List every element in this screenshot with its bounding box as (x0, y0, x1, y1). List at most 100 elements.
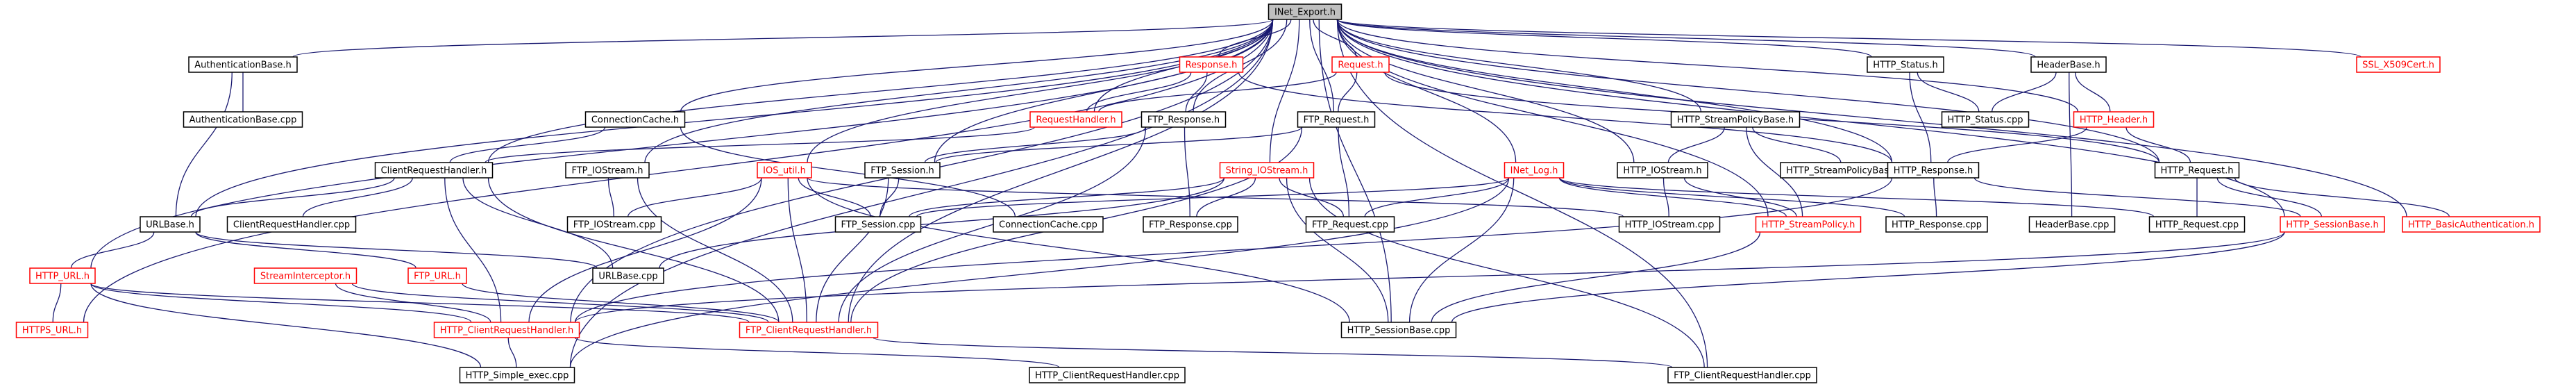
node-label: HTTP_IOStream.h (1623, 166, 1701, 176)
node-label: Request.h (1338, 60, 1383, 71)
edge-root-to-http-simple-exec-cpp (569, 13, 1276, 368)
edge-root-to-ftp-iostream-h (644, 13, 1276, 163)
node-authbase-cpp[interactable]: AuthenticationBase.cpp (183, 111, 303, 128)
node-box (2073, 111, 2155, 128)
edge-http-url-h-to-http-clientrequesthandler-h (87, 277, 472, 323)
node-box (2154, 162, 2240, 179)
node-box (374, 162, 494, 179)
node-http-status-cpp[interactable]: HTTP_Status.cpp (1941, 111, 2030, 128)
node-response-h[interactable]: Response.h (1179, 56, 1244, 73)
node-ftp-clientrequesthandler-cpp[interactable]: FTP_ClientRequestHandler.cpp (1667, 367, 1817, 383)
node-ftp-response-h[interactable]: FTP_Response.h (1140, 111, 1227, 128)
node-root[interactable]: INet_Export.h (1268, 3, 1342, 20)
node-label: URLBase.cpp (598, 272, 657, 282)
edge-clientrequesthandler-h-to-http-clientrequesthandler-h (441, 172, 502, 323)
node-request-h[interactable]: Request.h (1331, 56, 1390, 73)
node-http-sessionbase-h[interactable]: HTTP_SessionBase.h (2280, 216, 2385, 233)
node-string-iostream-h[interactable]: String_IOStream.h (1219, 162, 1315, 179)
edge-http-clientrequesthandler-h-to-http-clientrequesthandler-cpp (572, 331, 1060, 368)
node-box (1305, 216, 1395, 233)
node-label: HTTP_SessionBase.h (2286, 220, 2378, 231)
node-ftp-clientrequesthandler-h[interactable]: FTP_ClientRequestHandler.h (739, 322, 879, 338)
node-label: FTP_Session.cpp (841, 220, 916, 231)
edge-http-clientrequesthandler-h-to-http-simple-exec-cpp (505, 331, 517, 368)
node-connectioncache-h[interactable]: ConnectionCache.h (584, 111, 686, 128)
edge-inet-log-h-to-ftp-session-cpp (916, 172, 1512, 217)
node-http-status-h[interactable]: HTTP_Status.h (1867, 56, 1944, 73)
node-box (834, 216, 922, 233)
node-authbase-h[interactable]: AuthenticationBase.h (188, 56, 298, 73)
edge-root-to-ssl-x509-h (1334, 13, 2362, 58)
edge-root-to-https-url-h (83, 13, 1276, 323)
node-box (1340, 322, 1457, 338)
node-urlbase-h[interactable]: URLBase.h (140, 216, 201, 233)
node-label: FTP_Request.h (1304, 115, 1370, 126)
node-http-response-h[interactable]: HTTP_Response.h (1887, 162, 1980, 179)
edge-connectioncache-h-to-connectioncache-cpp (677, 121, 1016, 217)
node-headerbase-cpp[interactable]: HeaderBase.cpp (2028, 216, 2116, 233)
node-label: HTTP_Response.h (1894, 166, 1973, 176)
edge-headerbase-h-to-http-header-h (2072, 66, 2111, 113)
node-ssl-x509-h[interactable]: SSL_X509Cert.h (2356, 56, 2441, 73)
edge-root-to-ftp-session-h (934, 13, 1276, 163)
node-ftp-url-h[interactable]: FTP_URL.h (407, 267, 467, 284)
edge-root-to-http-response-h (1334, 13, 1893, 163)
node-box (2030, 56, 2107, 73)
node-http-request-h[interactable]: HTTP_Request.h (2154, 162, 2240, 179)
node-box (993, 216, 1104, 233)
node-http-url-h[interactable]: HTTP_URL.h (29, 267, 96, 284)
node-clientrequesthandler-h[interactable]: ClientRequestHandler.h (374, 162, 494, 179)
edge-string-iostream-h-to-ftp-request-cpp (1276, 172, 1345, 217)
node-ftp-iostream-h[interactable]: FTP_IOStream.h (565, 162, 650, 179)
node-label: HTTP_Status.cpp (1948, 115, 2023, 126)
node-label: ClientRequestHandler.cpp (233, 220, 350, 231)
node-label: HTTP_Status.h (1873, 60, 1938, 71)
edge-root-to-clientrequesthandler-h (487, 13, 1276, 163)
node-label: HeaderBase.cpp (2035, 220, 2110, 231)
node-box (566, 216, 662, 233)
node-box (1755, 216, 1862, 233)
node-requesthandler-h[interactable]: RequestHandler.h (1029, 111, 1122, 128)
edge-request-h-to-requesthandler-h (1098, 66, 1340, 113)
node-clientrequesthandler-cpp[interactable]: ClientRequestHandler.cpp (226, 216, 357, 233)
node-http-streampolicybase-h[interactable]: HTTP_StreamPolicyBase.h (1670, 111, 1801, 128)
node-http-clientrequesthandler-cpp[interactable]: HTTP_ClientRequestHandler.cpp (1029, 367, 1186, 383)
node-http-simple-exec-cpp[interactable]: HTTP_Simple_exec.cpp (459, 367, 575, 383)
node-urlbase-cpp[interactable]: URLBase.cpp (592, 267, 664, 284)
node-label: HTTPS_URL.h (22, 326, 82, 336)
edge-http-request-h-to-http-sessionbase-h (2214, 172, 2323, 217)
edge-http-header-h-to-http-response-h (1947, 121, 2090, 163)
node-https-url-h[interactable]: HTTPS_URL.h (15, 322, 89, 338)
node-streaminterceptor-h[interactable]: StreamInterceptor.h (253, 267, 357, 284)
edge-headerbase-h-to-http-status-cpp (1991, 66, 2060, 113)
node-http-sessionbase-cpp[interactable]: HTTP_SessionBase.cpp (1340, 322, 1457, 338)
node-http-response-cpp[interactable]: HTTP_Response.cpp (1885, 216, 1988, 233)
node-http-streampolicybase-cpp[interactable]: HTTP_StreamPolicyBase.cpp (1780, 162, 1920, 179)
node-http-iostream-h[interactable]: HTTP_IOStream.h (1617, 162, 1708, 179)
edge-clientrequesthandler-h-to-ftp-clientrequesthandler-h (485, 172, 780, 323)
node-http-streampolicy-h[interactable]: HTTP_StreamPolicy.h (1755, 216, 1862, 233)
edge-headerbase-h-to-headerbase-cpp (2066, 66, 2073, 217)
node-label: StreamInterceptor.h (260, 272, 351, 282)
node-ftp-session-h[interactable]: FTP_Session.h (864, 162, 941, 179)
node-ftp-session-cpp[interactable]: FTP_Session.cpp (834, 216, 922, 233)
edge-ftp-response-h-to-ftp-session-h (924, 121, 1149, 163)
node-label: AuthenticationBase.h (194, 60, 291, 71)
node-http-iostream-cpp[interactable]: HTTP_IOStream.cpp (1618, 216, 1721, 233)
node-http-basicauth-h[interactable]: HTTP_BasicAuthentication.h (2402, 216, 2541, 233)
node-http-header-h[interactable]: HTTP_Header.h (2073, 111, 2155, 128)
node-http-request-cpp[interactable]: HTTP_Request.cpp (2148, 216, 2246, 233)
node-headerbase-h[interactable]: HeaderBase.h (2030, 56, 2107, 73)
node-ftp-response-cpp[interactable]: FTP_Response.cpp (1143, 216, 1238, 233)
node-ftp-request-h[interactable]: FTP_Request.h (1297, 111, 1376, 128)
node-ftp-request-cpp[interactable]: FTP_Request.cpp (1305, 216, 1395, 233)
edge-ftp-request-h-to-ftp-request-cpp (1335, 121, 1350, 217)
node-connectioncache-cpp[interactable]: ConnectionCache.cpp (993, 216, 1104, 233)
node-inet-log-h[interactable]: INet_Log.h (1504, 162, 1565, 179)
node-label: FTP_IOStream.cpp (573, 220, 655, 231)
node-label: HTTP_BasicAuthentication.h (2408, 220, 2534, 231)
node-ftp-iostream-cpp[interactable]: FTP_IOStream.cpp (566, 216, 662, 233)
edge-ftp-session-h-to-ftp-session-cpp (879, 172, 902, 217)
node-ios-util-h[interactable]: IOS_util.h (757, 162, 812, 179)
node-http-clientrequesthandler-h[interactable]: HTTP_ClientRequestHandler.h (433, 322, 580, 338)
